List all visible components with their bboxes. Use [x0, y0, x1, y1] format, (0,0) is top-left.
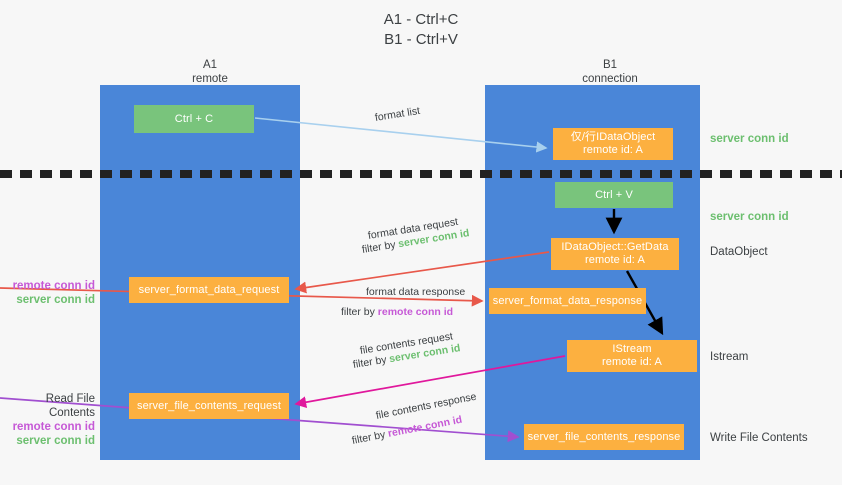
node-server-format-data-response[interactable]: server_format_data_response — [489, 288, 646, 314]
label-server-conn-id-second: server conn id — [710, 211, 789, 223]
label-read-file-contents: Read File Contents — [45, 393, 95, 419]
filter-prefix-3: filter by — [352, 353, 391, 371]
label-read-file-contents-group: Read File Contents remote conn id server… — [0, 392, 95, 448]
label-conn-ids-format: remote conn id server conn id — [0, 279, 95, 307]
edge-filter-file-contents-response: filter by remote conn id — [351, 413, 464, 448]
label-write-file-contents: Write File Contents — [710, 432, 808, 444]
filter-prefix-2: filter by — [341, 306, 378, 318]
edge-filter-format-data-response: filter by remote conn id — [341, 305, 453, 319]
node-istream[interactable]: IStream remote id: A — [567, 340, 697, 372]
column-header-a1: A1 remote — [192, 59, 228, 85]
edge-caption-format-data-response: format data response — [366, 286, 466, 298]
node-server-file-contents-request[interactable]: server_file_contents_request — [129, 393, 289, 419]
filter-target-2: remote conn id — [377, 306, 454, 318]
label-istream: Istream — [710, 351, 749, 363]
label-remote-conn-id-2: remote conn id — [12, 421, 95, 433]
edge-caption-file-contents-response: file contents response — [374, 390, 478, 422]
node-ctrl-v[interactable]: Ctrl + V — [555, 182, 673, 208]
label-server-conn-id-1: server conn id — [16, 294, 95, 306]
node-idataobject-getdata[interactable]: IDataObject::GetData remote id: A — [551, 238, 679, 270]
label-server-conn-id-2: server conn id — [16, 435, 95, 447]
filter-prefix-1: filter by — [361, 238, 400, 256]
node-server-format-data-request[interactable]: server_format_data_request — [129, 277, 289, 303]
node-ctrl-c[interactable]: Ctrl + C — [134, 105, 254, 133]
timeline-divider — [0, 170, 842, 178]
label-remote-conn-id-1: remote conn id — [12, 280, 95, 292]
edge-caption-format-list: format list — [374, 104, 421, 124]
node-server-file-contents-response[interactable]: server_file_contents_response — [524, 424, 684, 450]
page-title: A1 - Ctrl+C B1 - Ctrl+V — [383, 11, 459, 48]
label-dataobject: DataObject — [710, 246, 768, 258]
node-idataobject[interactable]: 仅/行IDataObject remote id: A — [553, 128, 673, 160]
filter-prefix-4: filter by — [350, 428, 390, 447]
column-header-b1: B1 connection — [582, 59, 638, 85]
label-server-conn-id-top: server conn id — [710, 133, 789, 145]
